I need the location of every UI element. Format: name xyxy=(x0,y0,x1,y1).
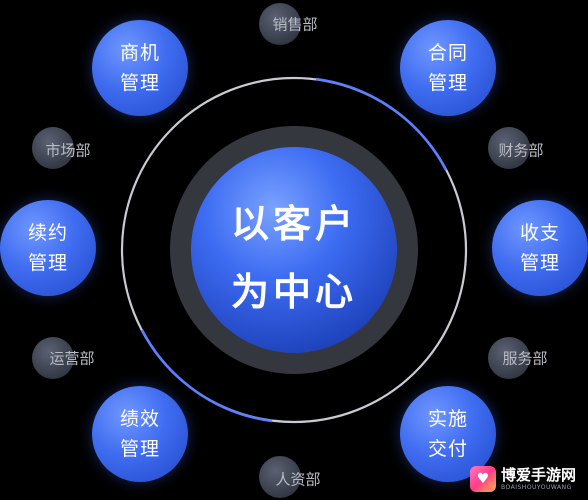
heart-logo-icon: ♥ xyxy=(470,466,496,492)
dept-label-operations: 运营部 xyxy=(49,349,95,368)
node-label-line2: 管理 xyxy=(119,72,160,94)
node-label-line1: 商机 xyxy=(119,42,160,64)
node-label-line2: 管理 xyxy=(27,252,68,274)
node-label-line2: 交付 xyxy=(427,438,468,460)
dept-label-finance: 财务部 xyxy=(498,141,544,160)
dept-dot-sales xyxy=(259,3,301,45)
dept-label-marketing: 市场部 xyxy=(45,141,91,160)
node-renewal-management: 续约 管理 xyxy=(0,200,96,296)
node-opportunity-management: 商机 管理 xyxy=(92,20,188,116)
watermark-title: 博爱手游网 xyxy=(501,465,577,484)
node-label-line1: 续约 xyxy=(27,222,68,244)
dept-dot-finance xyxy=(488,127,530,169)
center-label-line2: 为中心 xyxy=(230,270,357,314)
watermark-subtitle: BOAISHOUYOUWANG xyxy=(501,483,572,491)
orbit-accent-arc-top xyxy=(315,77,448,171)
dept-label-service: 服务部 xyxy=(502,349,548,368)
node-label-line1: 合同 xyxy=(427,42,468,64)
outer-orbit-ring xyxy=(120,76,468,424)
orbit-accent-arc-bottom xyxy=(140,329,273,423)
node-label-line2: 管理 xyxy=(427,72,468,94)
center-label: 以客户 为中心 xyxy=(182,172,406,344)
dept-dot-operations xyxy=(32,337,74,379)
node-contract-management: 合同 管理 xyxy=(400,20,496,116)
site-watermark: ♥ 博爱手游网 BOAISHOUYOUWANG xyxy=(470,464,582,494)
center-core-circle xyxy=(191,147,397,353)
node-collection-payment-management: 收支 管理 xyxy=(492,200,588,296)
node-label-line2: 管理 xyxy=(519,252,560,274)
node-performance-management: 绩效 管理 xyxy=(92,386,188,482)
node-label-line2: 管理 xyxy=(119,438,160,460)
dept-dot-hr xyxy=(259,456,301,498)
dept-dot-marketing xyxy=(32,127,74,169)
center-label-line1: 以客户 xyxy=(230,202,357,246)
node-label-line1: 实施 xyxy=(427,408,468,430)
dept-label-sales: 销售部 xyxy=(272,15,318,34)
node-label-line1: 收支 xyxy=(519,222,560,244)
node-label-line1: 绩效 xyxy=(119,408,160,430)
dept-dot-service xyxy=(488,337,530,379)
dept-label-hr: 人资部 xyxy=(275,470,321,489)
